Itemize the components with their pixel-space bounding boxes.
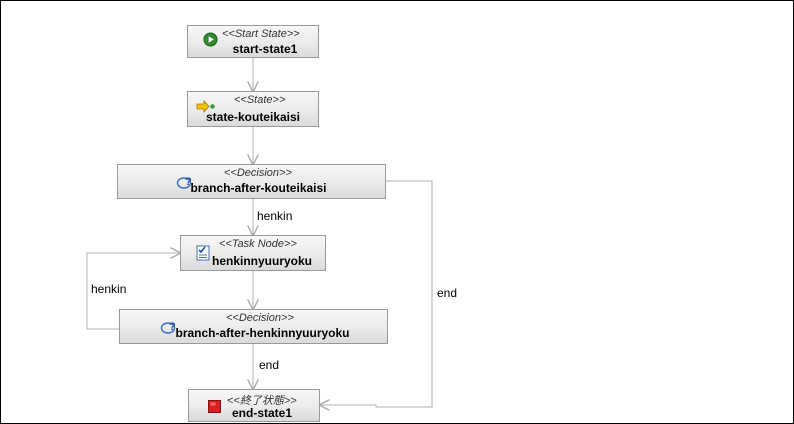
node-stereotype: <<Task Node>> [219,238,297,250]
node-state[interactable]: <<State>> state-kouteikaisi [187,91,319,127]
state-arrow-icon [196,100,215,114]
svg-text:?: ? [185,176,192,188]
node-stereotype: <<終了状態>> [227,395,297,407]
node-stereotype: <<Decision>> [224,167,292,179]
decision-icon: ? [160,321,176,334]
node-name: henkinnyuuryoku [211,254,312,268]
edge-decision2-to-task[interactable] [86,253,180,330]
decision-icon: ? [176,176,192,189]
node-decision-2[interactable]: ? <<Decision>> branch-after-henkinnyuury… [119,309,388,344]
node-stereotype: <<State>> [234,94,286,106]
node-end-state[interactable]: <<終了状態>> end-state1 [188,389,320,422]
node-name: branch-after-kouteikaisi [190,181,327,195]
node-name: branch-after-henkinnyuuryoku [175,326,350,340]
task-checklist-icon [196,245,210,261]
node-name: end-state1 [231,406,293,420]
node-task[interactable]: <<Task Node>> henkinnyuuryoku [180,235,326,271]
transition-label: henkin [257,209,293,223]
edge-decision1-to-end[interactable] [320,180,433,407]
node-start-state[interactable]: <<Start State>> start-state1 [187,25,319,58]
end-stop-icon [208,400,221,413]
svg-text:?: ? [169,321,176,333]
node-name: start-state1 [232,42,298,56]
transition-label: henkin [91,282,127,296]
node-stereotype: <<Decision>> [226,312,294,324]
node-decision-1[interactable]: ? <<Decision>> branch-after-kouteikaisi [117,164,386,199]
transition-label: end [437,286,458,300]
node-stereotype: <<Start State>> [222,28,300,40]
node-name: state-kouteikaisi [205,110,301,124]
start-play-icon [203,32,218,47]
transition-label: end [259,358,280,372]
